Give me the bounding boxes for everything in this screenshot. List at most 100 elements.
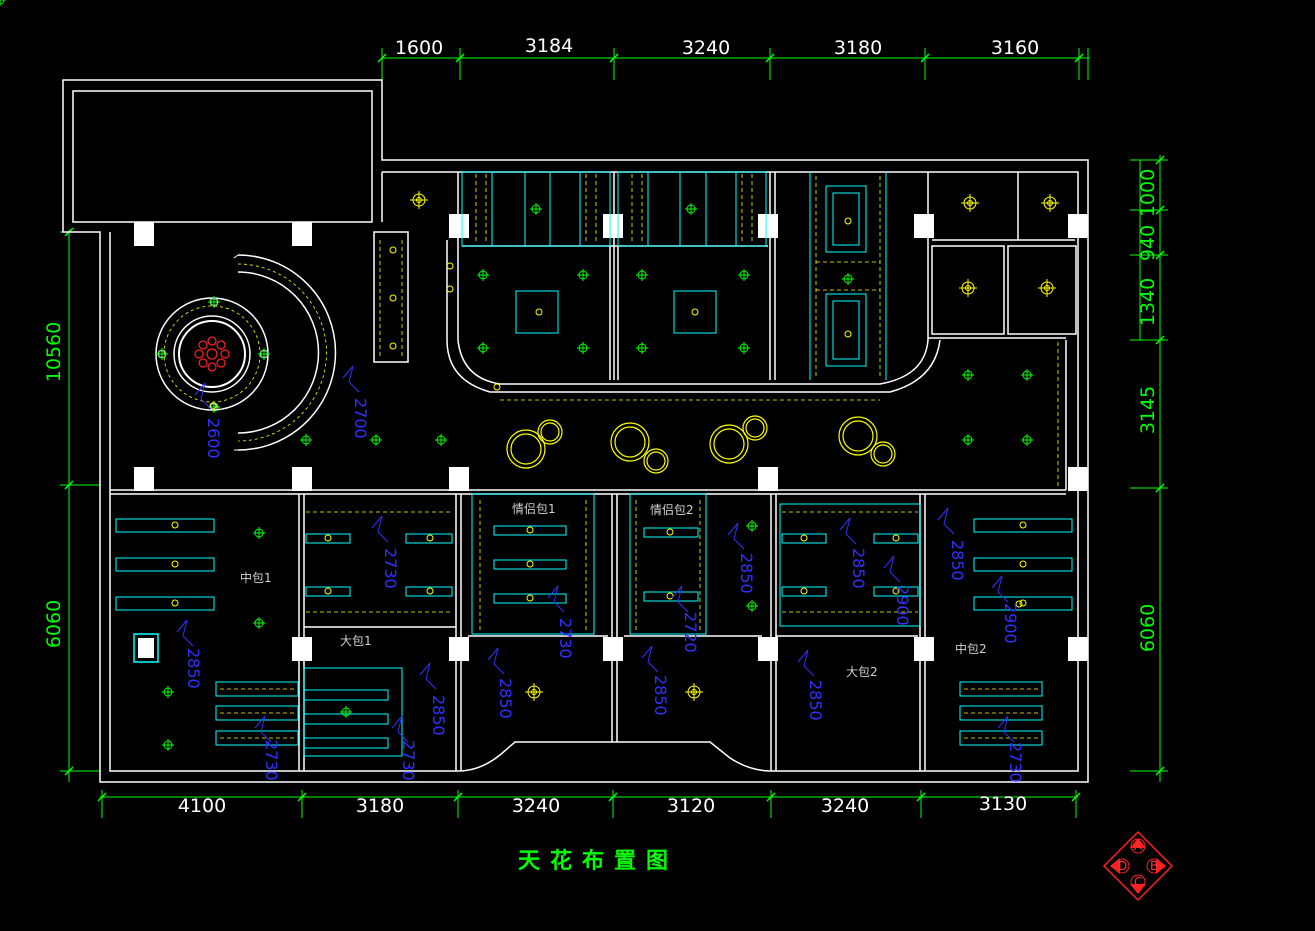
stage-marker (260, 350, 268, 358)
downlight-icon (738, 342, 750, 354)
height-tag-icon (671, 585, 689, 613)
downlight-icon (300, 434, 312, 446)
downlight-icon (477, 342, 489, 354)
stage-marker (210, 403, 218, 411)
drawing-title: 天花布置图 (518, 848, 678, 874)
dimension-ticks (64, 53, 1165, 802)
height-tag-icon (391, 715, 409, 743)
small-light-icon (844, 217, 852, 225)
small-light-icon (844, 330, 852, 338)
height-tag-icon (547, 585, 565, 613)
height-tag-icon (419, 662, 437, 690)
height-label: 2850 (429, 695, 448, 736)
dim-bottom-3: 3240 (512, 795, 560, 817)
chandelier-icon (194, 336, 230, 372)
small-light-icon (535, 308, 543, 316)
downlight-icon (253, 617, 265, 629)
downlight-icon (738, 269, 750, 281)
height-tag-icon (883, 555, 901, 583)
small-light-icon (426, 587, 434, 595)
top-dimension-labels: 1600 3184 3240 3180 3160 (395, 35, 1039, 59)
spotlight-icon (525, 683, 543, 701)
right-dimension-labels: 1000 940 1340 3145 6060 (1137, 169, 1159, 652)
compass-letter-d: D (1118, 859, 1127, 873)
small-light-icon (800, 587, 808, 595)
downlight-icon (746, 520, 758, 532)
downlight-icon (253, 527, 265, 539)
height-label: 2850 (651, 675, 670, 716)
left-dimension-labels: 10560 6060 (43, 322, 65, 648)
height-tag-icon (487, 647, 505, 675)
downlight-icon (962, 369, 974, 381)
height-label: 2730 (556, 618, 575, 659)
compass-letter-a: A (1134, 839, 1143, 853)
height-tag-icon (991, 575, 1009, 603)
height-tag-icon (641, 645, 659, 673)
dim-bottom-2: 3180 (356, 795, 404, 817)
height-tag-icon (937, 507, 955, 535)
downlight-icon (577, 269, 589, 281)
dim-bottom-1: 4100 (178, 795, 226, 817)
downlight-icon (340, 706, 352, 718)
dim-top-4: 3180 (834, 37, 882, 59)
spotlight-icon (1041, 194, 1059, 212)
height-tag-icon (194, 382, 212, 410)
downlight-icon (842, 273, 854, 285)
downlight-icon (208, 296, 220, 308)
small-light-icon (526, 560, 534, 568)
height-tag-icon (797, 649, 815, 677)
height-tag-icon (371, 515, 389, 543)
ceiling-height-labels: 2600 2700 2730 2850 2850 2730 2730 2730 … (184, 398, 1025, 783)
downlight-icon (577, 342, 589, 354)
spotlight-icon (410, 191, 428, 209)
downlight-icon (162, 739, 174, 751)
small-light-icon (171, 599, 179, 607)
height-label: 2600 (204, 418, 223, 459)
height-label: 2850 (849, 548, 868, 589)
stage-marker (210, 298, 218, 306)
downlight-icon (477, 269, 489, 281)
height-label: 2850 (948, 540, 967, 581)
dimension-lines (60, 48, 1168, 818)
downlight-icon (530, 203, 542, 215)
height-label: 2730 (1006, 742, 1025, 783)
downlight-icon (435, 434, 447, 446)
downlight-icon (1021, 369, 1033, 381)
dim-bottom-4: 3120 (667, 795, 715, 817)
small-light-icon (666, 592, 674, 600)
small-light-icon (446, 285, 454, 293)
small-light-icon (209, 402, 217, 410)
downlight-icon (636, 342, 648, 354)
small-light-icon (892, 534, 900, 542)
height-label: 2730 (381, 548, 400, 589)
small-light-icon (324, 587, 332, 595)
downlight-icon (156, 348, 168, 360)
structural-columns (133, 214, 1088, 663)
spotlight-icon (685, 683, 703, 701)
room-labels: 中包1 大包1 情侣包1 情侣包2 大包2 中包2 (240, 501, 987, 679)
downlight-icon (370, 434, 382, 446)
downlight-icon (258, 348, 270, 360)
small-light-icon (526, 594, 534, 602)
height-label: 2850 (496, 678, 515, 719)
height-label: 2730 (262, 740, 281, 781)
height-label: 2720 (681, 612, 700, 653)
ceiling-height-tags (176, 365, 1015, 743)
dim-top-3: 3240 (682, 37, 730, 59)
spotlight-icon (959, 279, 977, 297)
small-light-icon (493, 383, 501, 391)
small-light-icon (800, 534, 808, 542)
downlight-icon (636, 269, 648, 281)
small-light-icon (426, 534, 434, 542)
room-label-couple-1: 情侣包1 (512, 501, 556, 516)
downlight-icon (1021, 434, 1033, 446)
height-tag-icon (997, 715, 1015, 743)
dim-top-1: 1600 (395, 37, 443, 59)
downlight-icon (746, 600, 758, 612)
height-label: 2850 (737, 553, 756, 594)
small-light-icon (526, 526, 534, 534)
small-light-icon (1015, 600, 1023, 608)
room-label-large-1: 大包1 (340, 634, 372, 648)
small-light-icon (446, 262, 454, 270)
dim-left-2: 6060 (43, 600, 65, 648)
